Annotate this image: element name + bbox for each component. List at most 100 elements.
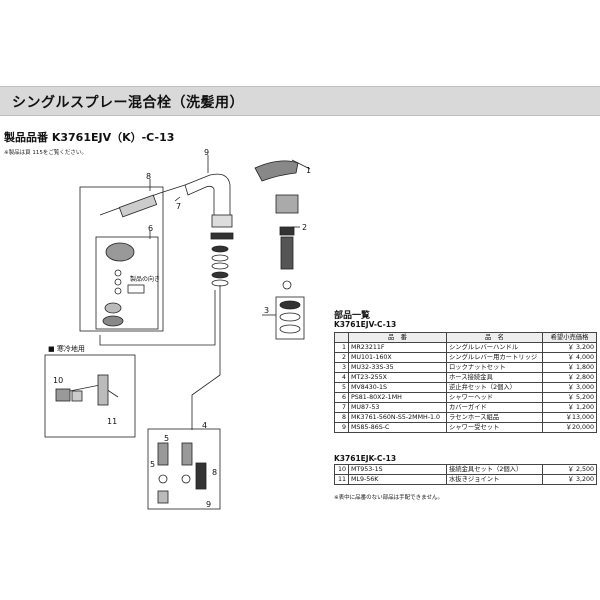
table-header-row: 品 番 品 名 希望小売価格	[334, 332, 597, 343]
cell-name: カバーガイド	[446, 402, 543, 413]
shower-head-box	[95, 236, 159, 330]
cell-code: ML9-56K	[348, 474, 447, 485]
cell-name: ホース接続金具	[446, 372, 543, 383]
cell-no: 1	[334, 342, 349, 353]
cell-code: MR23211F	[348, 342, 447, 353]
spout-stack	[210, 232, 234, 287]
header-price: 希望小売価格	[542, 332, 597, 343]
cell-name: シャワーヘッド	[446, 392, 543, 403]
cell-code: MU87-53	[348, 402, 447, 413]
cell-price: ￥ 5,200	[542, 392, 597, 403]
return-line	[99, 290, 216, 346]
cell-no: 5	[334, 382, 349, 393]
hose-group-box	[79, 186, 164, 332]
cell-name: シングルレバー用カートリッジ	[446, 352, 543, 363]
cell-price: ￥ 4,000	[542, 352, 597, 363]
callout-2: 2	[302, 223, 307, 232]
model-2: K3761EJK-C-13	[334, 454, 397, 463]
cell-name: ラセンホース組品	[446, 412, 543, 423]
header-name: 品 名	[446, 332, 543, 343]
cartridge	[279, 226, 295, 290]
spout	[184, 173, 231, 221]
callout-8b: 8	[212, 468, 217, 477]
callout-9b: 9	[206, 500, 211, 509]
supply-line	[191, 285, 221, 430]
cell-no: 10	[334, 464, 349, 475]
cell-price: ￥ 3,000	[542, 382, 597, 393]
cell-code: PS81-80X2-1MH	[348, 392, 447, 403]
cell-no: 3	[334, 362, 349, 373]
cell-code: MV8430-1S	[348, 382, 447, 393]
cold-area-box	[44, 354, 136, 438]
cell-price: ￥ 1,200	[542, 402, 597, 413]
footnote: ※表中に品番のない部品は手配できません。	[334, 495, 443, 501]
lower-kit-box	[147, 428, 221, 510]
cell-code: MK3761-560N-S5-2MMH-1.0	[348, 412, 447, 423]
cell-code: MS85-86S-C	[348, 422, 447, 433]
direction-mark	[127, 284, 145, 294]
exploded-diagram: 1 2 3 9 8 7 6 10 11 4 5 5 8 9 製品の向き	[44, 148, 311, 510]
header-code: 品 番	[348, 332, 447, 343]
cell-code: MT953-1S	[348, 464, 447, 475]
callout-8: 8	[146, 172, 151, 181]
cold-area-label: ■ 寒冷地用	[48, 345, 85, 353]
spout-base	[211, 214, 233, 228]
section-title-bar: シングルスプレー混合栓（洗髪用）	[0, 86, 600, 116]
lower-kit	[157, 442, 207, 504]
cell-no: 9	[334, 422, 349, 433]
cell-no: 4	[334, 372, 349, 383]
callout-4: 4	[202, 421, 207, 430]
cell-no: 8	[334, 412, 349, 423]
callout-5: 5	[164, 434, 169, 443]
locknut-box	[275, 296, 305, 340]
product-note: ※製品は頁 115をご覧ください。	[4, 150, 87, 156]
cell-price: ￥ 3,200	[542, 474, 597, 485]
handle	[254, 160, 299, 214]
cell-code: MT23-255X	[348, 372, 447, 383]
callout-6: 6	[148, 224, 153, 233]
callout-10: 10	[53, 376, 63, 385]
model-1: K3761EJV-C-13	[334, 320, 397, 329]
cell-price: ￥ 2,500	[542, 464, 597, 475]
cell-name: シングルレバーハンドル	[446, 342, 543, 353]
callout-5b: 5	[150, 460, 155, 469]
cell-no: 2	[334, 352, 349, 363]
cell-no: 11	[334, 474, 349, 485]
locknut-rings	[279, 300, 301, 334]
cell-price: ￥20,000	[542, 422, 597, 433]
parts-list-title: 部品一覧	[334, 311, 371, 321]
cell-name: 水抜きジョイント	[446, 474, 543, 485]
section-title: シングルスプレー混合栓（洗髪用）	[12, 95, 244, 111]
callout-11: 11	[107, 417, 117, 426]
callout-7: 7	[176, 202, 181, 211]
cell-price: ￥ 2,800	[542, 372, 597, 383]
cell-code: MU101-160X	[348, 352, 447, 363]
cell-name: 接続金具セット（2個入）	[446, 464, 543, 475]
cell-name: シャワー受セット	[446, 422, 543, 433]
shower-head	[102, 242, 135, 327]
direction-label: 製品の向き	[130, 275, 160, 283]
cell-price: ￥ 1,800	[542, 362, 597, 373]
callout-3: 3	[264, 306, 269, 315]
cell-no: 6	[334, 392, 349, 403]
cell-code: MU32-33S-35	[348, 362, 447, 373]
callout-1: 1	[306, 166, 311, 175]
cell-no: 7	[334, 402, 349, 413]
callout-9: 9	[204, 148, 209, 157]
cell-name: 逆止弁セット（2個入）	[446, 382, 543, 393]
cell-price: ￥13,000	[542, 412, 597, 423]
cell-price: ￥ 3,200	[542, 342, 597, 353]
